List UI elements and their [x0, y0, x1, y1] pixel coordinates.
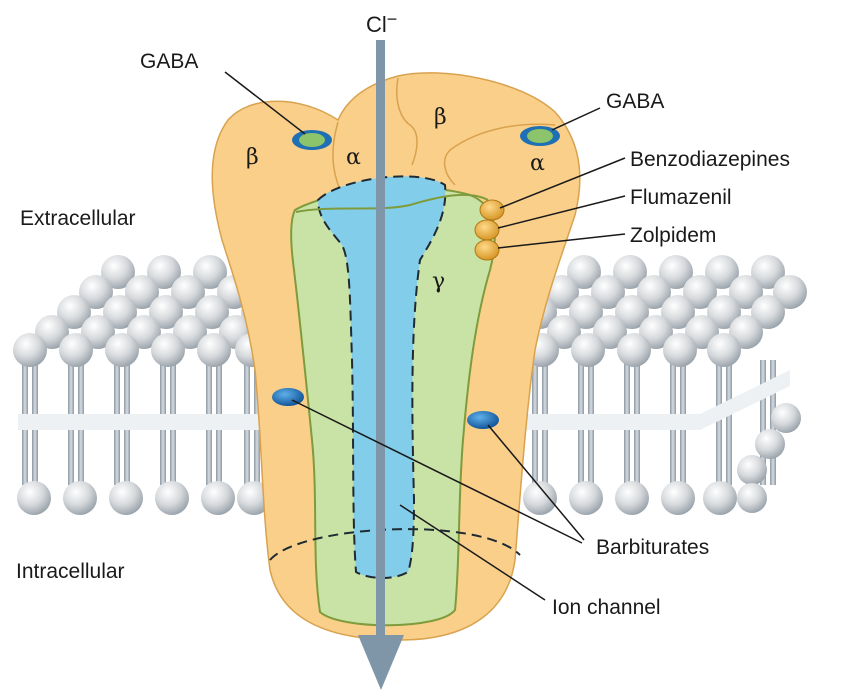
- gaba-label-left: GABA: [140, 50, 198, 73]
- lipid-head: [201, 481, 235, 515]
- arrow-head: [358, 635, 404, 690]
- benzo-site-2: [475, 220, 499, 240]
- lipid-head: [661, 481, 695, 515]
- ion-channel-label: Ion channel: [552, 596, 661, 619]
- zolpidem-label: Zolpidem: [630, 224, 716, 247]
- lipid-head: [703, 481, 737, 515]
- subunit-alpha-left: α: [346, 145, 361, 170]
- lipid-head: [615, 481, 649, 515]
- barbiturate-site-right: [467, 411, 499, 429]
- lipid-tail: [716, 360, 722, 485]
- lipid-head: [197, 333, 231, 367]
- extracellular-label: Extracellular: [20, 207, 136, 230]
- benzo-site-3: [475, 240, 499, 260]
- benzodiazepines-label: Benzodiazepines: [630, 148, 790, 171]
- flumazenil-label: Flumazenil: [630, 186, 732, 209]
- lipid-head: [663, 333, 697, 367]
- subunit-gamma: γ: [432, 269, 445, 294]
- membrane-core-band-left: [18, 414, 262, 430]
- lipid-head: [755, 429, 785, 459]
- lipid-head: [13, 333, 47, 367]
- gaba-binding-site-left: [292, 130, 332, 150]
- subunit-beta-right: β: [434, 105, 447, 130]
- lipid-head: [155, 481, 189, 515]
- lipid-head: [151, 333, 185, 367]
- gaba-a-receptor: [212, 73, 580, 640]
- lipid-head: [737, 483, 767, 513]
- lipid-head: [105, 333, 139, 367]
- membrane-core-band-right: [510, 370, 790, 430]
- lipid-head: [523, 481, 557, 515]
- lipid-head: [109, 481, 143, 515]
- lipid-head: [771, 403, 801, 433]
- barbiturates-label: Barbiturates: [596, 536, 709, 559]
- lipid-head: [59, 333, 93, 367]
- lipid-head: [707, 333, 741, 367]
- subunit-beta-left: β: [246, 145, 259, 170]
- lipid-tail: [726, 360, 732, 485]
- lipid-head: [737, 455, 767, 485]
- lipid-head: [17, 481, 51, 515]
- ion-label: Cl−: [366, 9, 397, 37]
- intracellular-label: Intracellular: [16, 560, 125, 583]
- gaba-label-right: GABA: [606, 90, 664, 113]
- lipid-head: [571, 333, 605, 367]
- subunit-alpha-right: α: [530, 151, 545, 176]
- lipid-head: [617, 333, 651, 367]
- lipid-head: [63, 481, 97, 515]
- lipid-head: [569, 481, 603, 515]
- benzo-site-1: [480, 200, 504, 220]
- arrow-shaft: [376, 40, 385, 655]
